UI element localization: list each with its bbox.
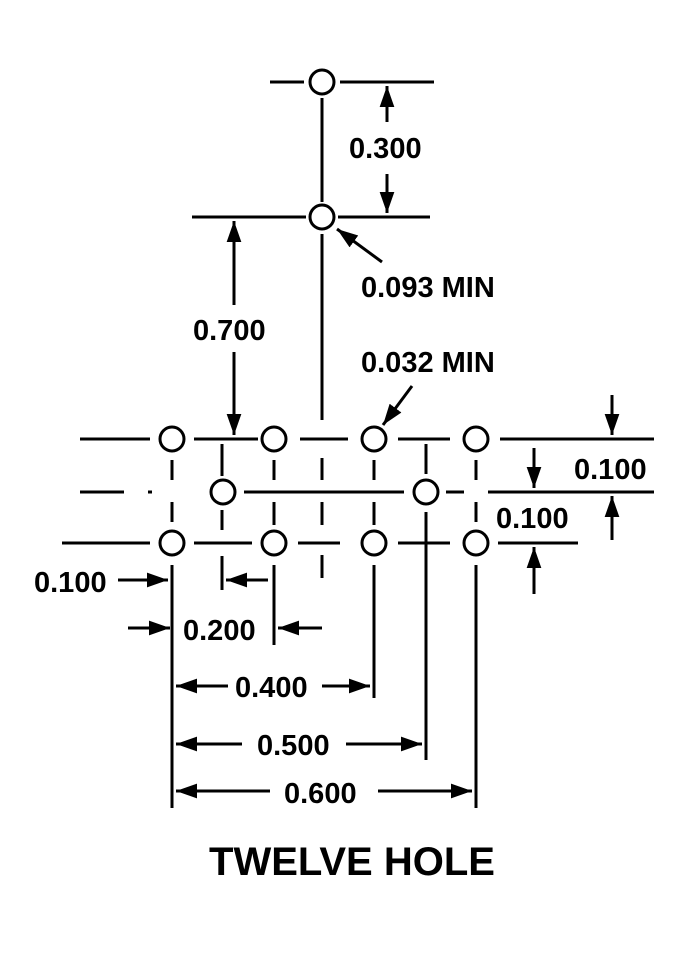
- dimension-label-0-093-min: 0.093 MIN: [361, 272, 495, 304]
- hole: [158, 425, 186, 453]
- hole: [158, 529, 186, 557]
- hole: [260, 425, 288, 453]
- holes: [158, 68, 490, 557]
- hole: [360, 425, 388, 453]
- hole: [462, 425, 490, 453]
- hole: [360, 529, 388, 557]
- dimension-label-0-700: 0.700: [193, 315, 266, 347]
- dimension-label-left-0-100: 0.100: [34, 567, 107, 599]
- dimension-arrows: [118, 86, 620, 799]
- dimension-label-0-300: 0.300: [349, 133, 422, 165]
- dimension-label-right-0-100-upper: 0.100: [574, 454, 647, 486]
- dimension-label-right-0-100-lower: 0.100: [496, 503, 569, 535]
- dimension-label-0-032-min: 0.032 MIN: [361, 347, 495, 379]
- hole: [209, 478, 237, 506]
- hole: [412, 478, 440, 506]
- hole: [308, 203, 336, 231]
- hole: [308, 68, 336, 96]
- dimension-label-0-200: 0.200: [183, 615, 256, 647]
- dimension-label-0-400: 0.400: [235, 672, 308, 704]
- dimension-label-0-500: 0.500: [257, 730, 330, 762]
- extension-lines: [62, 80, 654, 808]
- drawing-title: TWELVE HOLE: [209, 840, 495, 884]
- dimension-label-0-600: 0.600: [284, 778, 357, 810]
- hole: [260, 529, 288, 557]
- hole: [462, 529, 490, 557]
